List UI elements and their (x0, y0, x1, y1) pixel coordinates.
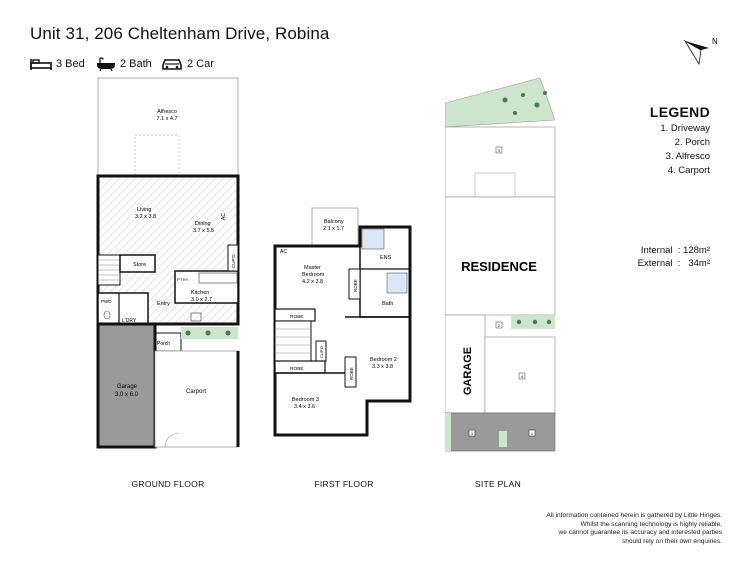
bedroom-2-label: Bedroom 2 (370, 357, 397, 363)
ac-label: AC (221, 213, 227, 220)
garage-label: GARAGE (462, 347, 474, 395)
disclaimer: All information contained herein is gath… (462, 512, 722, 546)
car-count: 2 Car (187, 58, 214, 70)
bedroom-3-dimensions: 3.4 x 3.6 (294, 404, 315, 410)
robe-label: ROBE (290, 314, 304, 320)
north-arrow-icon: N (683, 37, 718, 66)
site-marker: 4 (521, 374, 524, 379)
kitchen-dimensions: 3.0 x 2.7 (191, 297, 212, 303)
master-bedroom-label: Master (304, 265, 321, 271)
cupboard-label: CUP'D (319, 346, 324, 358)
ground-floor-label: GROUND FLOOR (131, 479, 205, 489)
master-bedroom-dimensions: 4.2 x 3.8 (302, 279, 323, 285)
disclaimer-line: should rely on their own enquiries. (621, 537, 722, 545)
residence-label: RESIDENCE (461, 259, 537, 274)
bedroom-2-dimensions: 3.3 x 3.8 (372, 364, 393, 370)
bath-feature: 2 Bath (96, 57, 152, 71)
first-floor-plan: Balcony 2.1 x 1.7 ENS Bath ROBE AC Maste… (273, 207, 412, 437)
robe-label: ROBE (349, 367, 354, 380)
alfresco-dimensions: 7.1 x 4.7 (156, 116, 177, 122)
car-feature: 2 Car (161, 57, 214, 71)
site-marker: 1 (471, 431, 474, 436)
porch-label: Porch (157, 341, 170, 347)
site-marker: 3 (498, 148, 501, 153)
site-marker: 1 (531, 431, 534, 436)
robe-label: ROBE (353, 279, 358, 292)
bedroom-3-label: Bedroom 3 (292, 397, 319, 403)
disclaimer-line: Whilst the scanning technology is highly… (580, 520, 722, 528)
laundry-label: L'DRY (122, 318, 137, 324)
balcony-dimensions: 2.1 x 1.7 (323, 226, 344, 232)
kitchen-label: Kitchen (191, 290, 209, 296)
ground-floor-plan: Alfresco 7.1 x 4.7 Store P'TRY Kitchen 3… (96, 77, 240, 449)
legend-item: 4. Carport (667, 165, 710, 176)
bath-count: 2 Bath (120, 58, 152, 70)
legend-title: LEGEND (649, 104, 710, 120)
balcony-label: Balcony (324, 219, 344, 225)
site-marker: 2 (498, 323, 501, 328)
property-address-title: Unit 31, 206 Cheltenham Drive, Robina (30, 24, 330, 43)
dining-label: Dining (195, 221, 211, 227)
bed-count: 3 Bed (56, 58, 85, 70)
legend-item: 3. Alfresco (665, 151, 710, 162)
legend-item: 1. Driveway (660, 123, 710, 134)
entry-label: Entry (157, 301, 170, 307)
disclaimer-line: All information contained herein is gath… (546, 512, 722, 519)
internal-area: Internal : 128m² (640, 245, 710, 256)
bed-icon (30, 59, 52, 70)
bed-feature: 3 Bed (30, 57, 85, 71)
site-plan-label: SITE PLAN (474, 479, 522, 489)
alfresco-area (97, 77, 239, 177)
garage-label: Garage (117, 384, 138, 390)
legend-item: 2. Porch (674, 137, 710, 148)
living-dimensions: 3.2 x 3.8 (135, 214, 156, 220)
robe-label: ROBE (290, 366, 304, 372)
bath-label: Bath (382, 301, 393, 307)
carport-label: Carport (186, 389, 206, 395)
pantry-label: P'TRY (177, 277, 189, 282)
bath-icon (97, 57, 115, 71)
first-floor-label: FIRST FLOOR (314, 479, 374, 489)
dining-dimensions: 3.7 x 5.5 (193, 228, 214, 234)
cupboard-label: CUP'D (231, 254, 236, 268)
living-label: Living (137, 207, 151, 213)
ac-label: AC (280, 249, 287, 255)
car-icon (162, 59, 182, 70)
alfresco-label: Alfresco (157, 109, 177, 115)
store-label: Store (133, 262, 146, 268)
garage-dimensions: 3.0 x 6.0 (115, 392, 139, 398)
ensuite-label: ENS (380, 255, 392, 261)
compass-label: N (712, 37, 718, 46)
external-area: External : 34m² (637, 258, 710, 269)
disclaimer-line: we cannot guarantee its accuracy and int… (558, 529, 722, 537)
powder-room-label: PWD (101, 299, 112, 304)
site-plan: 3 RESIDENCE 2 GARAGE 4 1 1 (445, 77, 556, 452)
master-bedroom-label-2: Bedroom (302, 272, 325, 278)
